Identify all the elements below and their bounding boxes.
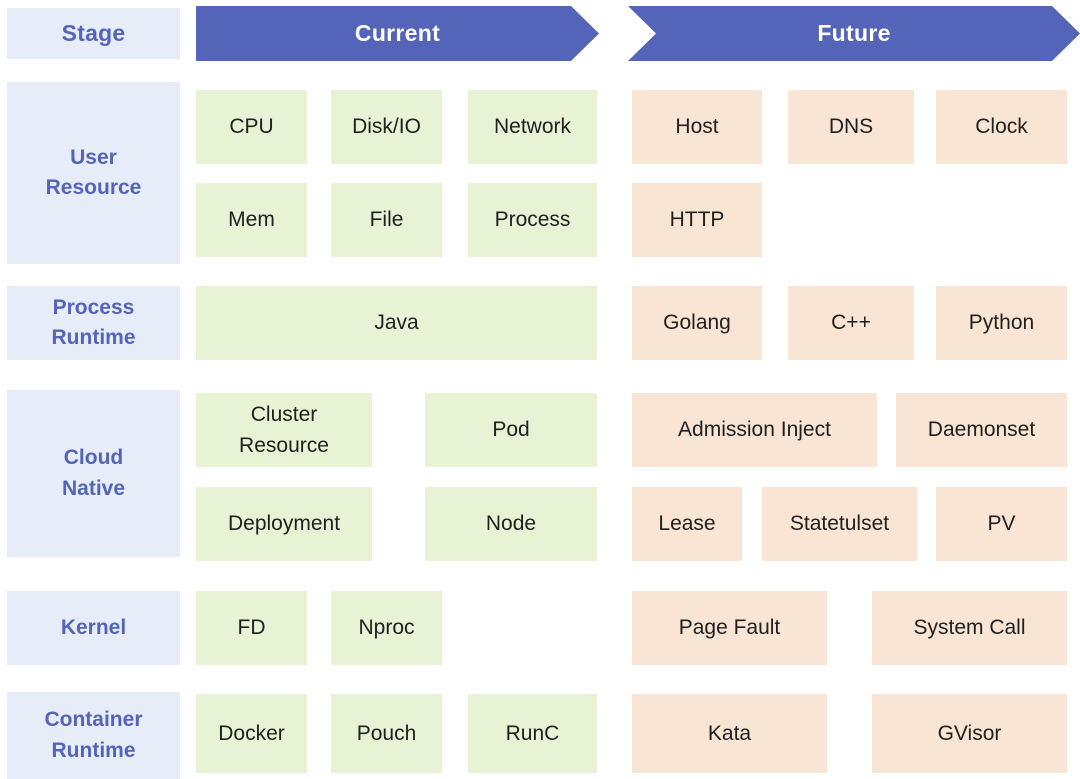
cell-mem[interactable]: Mem	[196, 183, 307, 257]
cell-pv[interactable]: PV	[936, 487, 1067, 561]
cell-daemonset[interactable]: Daemonset	[896, 393, 1067, 467]
stage-label-line: Container	[44, 708, 143, 732]
cell-http[interactable]: HTTP	[632, 183, 762, 257]
stage-label-line: Native	[61, 476, 126, 500]
cell-docker[interactable]: Docker	[196, 694, 307, 773]
cell-clock[interactable]: Clock	[936, 90, 1067, 164]
cell-runc[interactable]: RunC	[468, 694, 597, 773]
cell-deployment[interactable]: Deployment	[196, 487, 372, 561]
cell-python[interactable]: Python	[936, 286, 1067, 360]
cell-file[interactable]: File	[331, 183, 442, 257]
header-stage-label: Stage	[7, 8, 180, 59]
cell-host[interactable]: Host	[632, 90, 762, 164]
stage-label-line: Cloud	[63, 446, 124, 470]
cell-pouch[interactable]: Pouch	[331, 694, 442, 773]
cell-label-line: Cluster	[250, 402, 318, 426]
stage-label-line: User	[70, 145, 117, 169]
stage-label-user-resource: User Resource	[7, 82, 180, 264]
cell-kata[interactable]: Kata	[632, 694, 827, 773]
cell-admission-inject[interactable]: Admission Inject	[632, 393, 877, 467]
stage-label-process-runtime: Process Runtime	[7, 286, 180, 360]
stage-label-kernel: Kernel	[7, 591, 180, 665]
cell-fd[interactable]: FD	[196, 591, 307, 665]
stage-label-line: Kernel	[60, 615, 127, 639]
stage-label-line: Runtime	[51, 326, 136, 349]
cell-pod[interactable]: Pod	[425, 393, 597, 467]
cell-dns[interactable]: DNS	[788, 90, 914, 164]
stage-label-container-runtime: Container Runtime	[7, 692, 180, 779]
cell-cpp[interactable]: C++	[788, 286, 914, 360]
cell-disk-io[interactable]: Disk/IO	[331, 90, 442, 164]
cell-lease[interactable]: Lease	[632, 487, 742, 561]
stage-label-line: Resource	[45, 176, 142, 199]
cell-golang[interactable]: Golang	[632, 286, 762, 360]
header-current-arrow: Current	[196, 6, 599, 61]
cell-cpu[interactable]: CPU	[196, 90, 307, 164]
header-future-arrow: Future	[628, 6, 1080, 61]
cell-statetulset[interactable]: Statetulset	[762, 487, 917, 561]
cell-system-call[interactable]: System Call	[872, 591, 1067, 665]
cell-gvisor[interactable]: GVisor	[872, 694, 1067, 773]
cell-java[interactable]: Java	[196, 286, 597, 360]
stage-label-line: Process	[52, 295, 135, 319]
cell-process[interactable]: Process	[468, 183, 597, 257]
cell-cluster-resource[interactable]: Cluster Resource	[196, 393, 372, 467]
cell-label-line: Resource	[239, 434, 329, 457]
cell-nproc[interactable]: Nproc	[331, 591, 442, 665]
cell-node[interactable]: Node	[425, 487, 597, 561]
cell-network[interactable]: Network	[468, 90, 597, 164]
cell-page-fault[interactable]: Page Fault	[632, 591, 827, 665]
stage-label-line: Runtime	[51, 738, 136, 762]
stage-label-cloud-native: Cloud Native	[7, 390, 180, 557]
